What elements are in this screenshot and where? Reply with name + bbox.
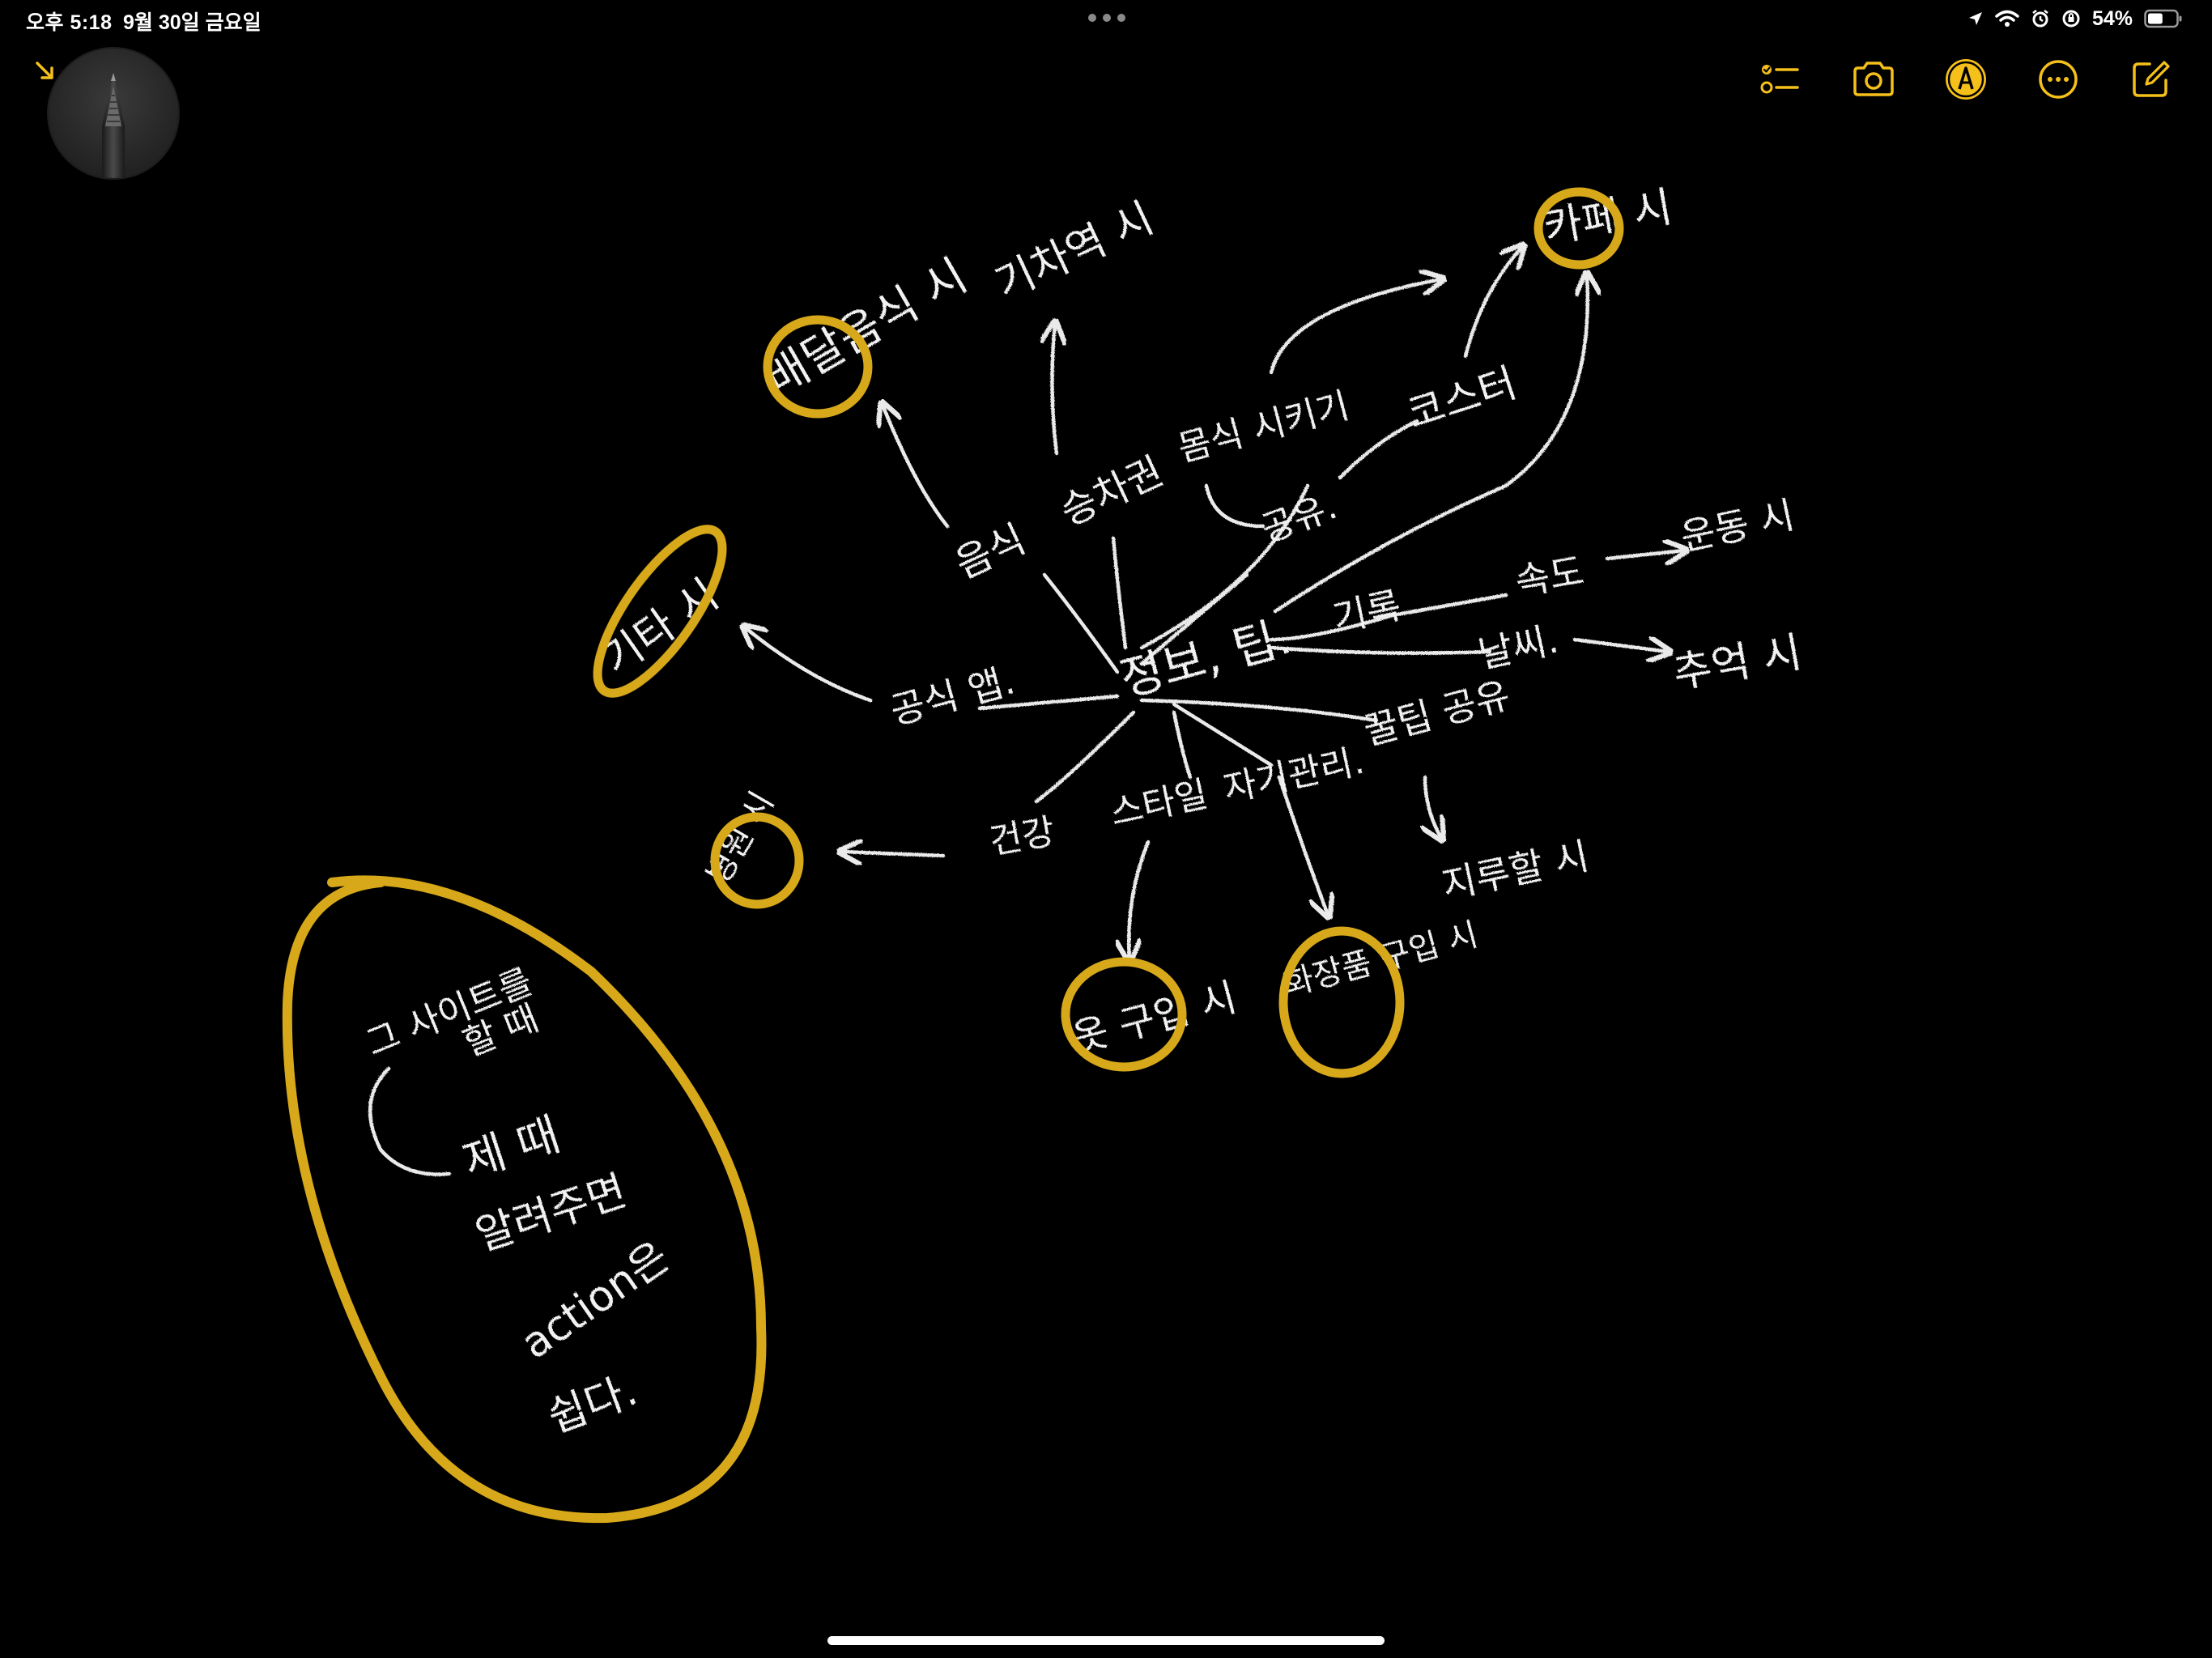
branch-exercise: 운동 시: [1677, 493, 1798, 559]
branch-fun: 꿀팁 공유: [1359, 673, 1515, 754]
branch-admission: 승차권: [1053, 449, 1170, 535]
highlight-cosmetics: [1278, 926, 1405, 1078]
orientation-lock-icon: [2062, 10, 2080, 28]
branch-speed: 속도: [1512, 549, 1588, 604]
camera-icon: [1853, 62, 1894, 96]
checklist-button[interactable]: [1757, 55, 1806, 104]
highlight-note-loop: [282, 875, 767, 1524]
branch-health: 건강: [986, 811, 1058, 863]
compose-icon: [2133, 61, 2170, 97]
toolbar: [1757, 55, 2175, 104]
branch-cosmetics: 화장품 구입 시: [1280, 916, 1482, 1003]
highlight-etc: [593, 525, 727, 698]
highlight-shopping: [1061, 957, 1187, 1072]
status-time: 오후 5:18: [26, 11, 113, 34]
home-indicator[interactable]: [827, 1636, 1385, 1645]
multitasking-handle[interactable]: [1088, 10, 1125, 26]
more-icon: [2039, 60, 2078, 99]
collapse-arrow-icon[interactable]: [32, 58, 58, 84]
branch-shortcut: 공식 앱.: [886, 658, 1019, 733]
branch-recognize: 몸식 시키기: [1174, 385, 1354, 470]
branch-weather: 날씨.: [1474, 617, 1562, 676]
branch-food: 음식: [948, 517, 1032, 588]
markup-button[interactable]: [1942, 55, 1990, 104]
branch-boring: 지루할 시: [1438, 834, 1593, 908]
branch-outing: 추억 시: [1670, 628, 1806, 699]
highlight-cafe: [1534, 187, 1624, 270]
location-icon: [1968, 12, 1982, 25]
branch-hospital: 병원 시: [700, 785, 781, 891]
branch-taxi: 기차역 시: [988, 194, 1161, 309]
sketch-strokes: 정보, 팁. 음식 배달음식 시 승차권 기차역 시 몸식 시키기 공유. 코스…: [360, 183, 1806, 1443]
branch-share: 공유.: [1256, 486, 1342, 551]
note-line-3: 제 때: [457, 1108, 566, 1188]
pencil-tool-button[interactable]: [49, 49, 178, 178]
note-line-6: 쉽다.: [542, 1366, 644, 1443]
checklist-icon: [1760, 65, 1799, 94]
more-button[interactable]: [2034, 55, 2082, 104]
status-date: 9월 30일 금요일: [123, 11, 262, 34]
wifi-icon: [1995, 10, 2019, 27]
pencil-icon: [102, 73, 125, 178]
battery-icon: [2144, 9, 2182, 28]
highlight-circles: [282, 187, 1624, 1524]
note-line-5: action은: [513, 1232, 678, 1368]
camera-button[interactable]: [1849, 55, 1898, 104]
status-bar: 오후 5:18 9월 30일 금요일 54%: [0, 0, 2212, 40]
highlight-food-delivery: [763, 315, 873, 419]
highlight-hospital: [710, 812, 804, 909]
battery-percentage: 54%: [2091, 6, 2133, 30]
branch-shopping: 옷 구입 시: [1068, 975, 1242, 1062]
markup-icon: [1946, 59, 1986, 100]
compose-button[interactable]: [2126, 55, 2175, 104]
branch-record: 기록: [1329, 583, 1405, 640]
center-label: 정보, 팁.: [1114, 609, 1297, 707]
status-indicators: 54%: [1967, 5, 2183, 32]
alarm-icon: [2032, 10, 2048, 28]
branch-self-care: 자기관리.: [1220, 740, 1368, 810]
branch-style: 스타일: [1107, 774, 1211, 835]
branch-coaster: 코스터: [1402, 359, 1522, 439]
